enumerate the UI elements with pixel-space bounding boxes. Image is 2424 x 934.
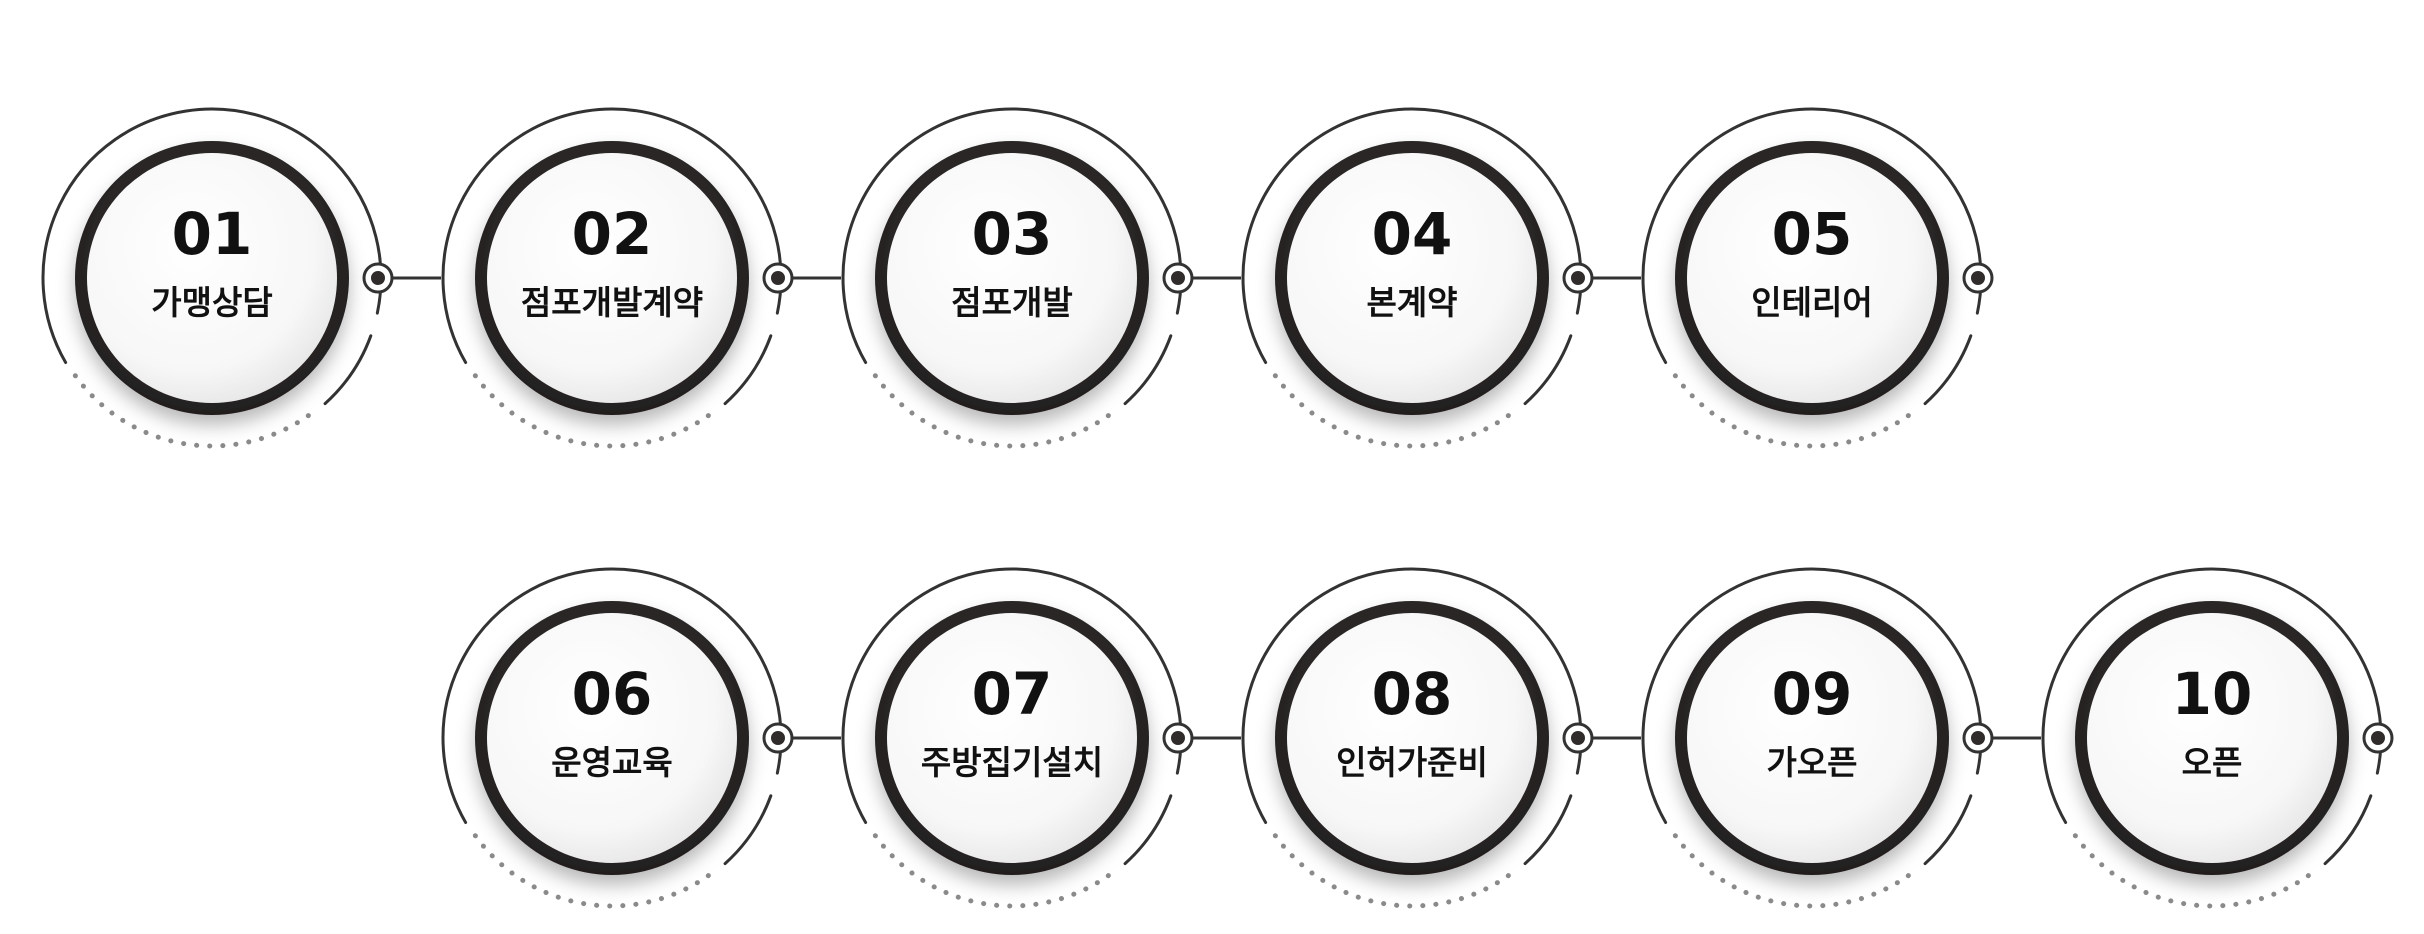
step-label: 가오픈 [1766,743,1857,782]
step-number: 02 [572,200,653,268]
step-disc [887,613,1137,863]
dotted-arc [2071,831,2311,909]
step-label: 인허가준비 [1336,743,1488,782]
process-step: 04 본계약 [1241,107,1594,449]
process-step: 07 주방집기설치 [841,567,1194,909]
step-number: 07 [972,660,1053,728]
connector-layer [387,276,2041,740]
step-disc [1687,153,1937,403]
step-number: 10 [2172,660,2253,728]
step-disc [487,153,737,403]
outer-arc-lower [723,334,773,406]
node-dot [2371,731,2385,745]
step-number: 03 [972,200,1053,268]
step-label: 본계약 [1366,283,1457,322]
process-step: 05 인테리어 [1641,107,1994,449]
step-disc [1287,153,1537,403]
step-number: 09 [1772,660,1853,728]
outer-arc [1641,107,1983,364]
outer-arc [841,567,1183,824]
outer-arc-lower [323,334,373,406]
dotted-arc [71,371,311,449]
step-number: 08 [1372,660,1453,728]
dotted-arc [1671,831,1911,909]
outer-arc [1241,107,1583,364]
process-step: 06 운영교육 [441,567,794,909]
outer-arc [441,567,783,824]
step-disc [2087,613,2337,863]
outer-arc-lower [723,794,773,866]
process-step: 10 오픈 [2041,567,2394,909]
step-label: 오픈 [2182,743,2243,782]
process-step: 01 가맹상담 [41,107,394,449]
outer-arc-lower [1923,334,1973,406]
dotted-arc [871,831,1111,909]
node-dot [1171,271,1185,285]
node-dot [1571,731,1585,745]
step-label: 점포개발계약 [521,283,703,322]
steps-layer: 01 가맹상담 02 점포개발계약 03 점포개발 04 본계약 05 인테리어 06 운영교육 07 주… [41,107,2394,909]
outer-arc-lower [1923,794,1973,866]
process-step: 08 인허가준비 [1241,567,1594,909]
step-disc [1287,613,1537,863]
outer-arc [841,107,1183,364]
dotted-arc [1271,831,1511,909]
process-step: 03 점포개발 [841,107,1194,449]
step-disc [87,153,337,403]
step-number: 06 [572,660,653,728]
step-number: 01 [172,200,253,268]
outer-arc [1641,567,1983,824]
outer-arc [1241,567,1583,824]
node-dot [1971,271,1985,285]
step-label: 주방집기설치 [921,743,1103,782]
step-label: 인테리어 [1751,283,1872,322]
step-label: 가맹상담 [151,283,272,322]
step-disc [887,153,1137,403]
node-dot [771,731,785,745]
step-number: 05 [1772,200,1853,268]
outer-arc [41,107,383,364]
step-number: 04 [1372,200,1453,268]
dotted-arc [471,831,711,909]
outer-arc-lower [1123,334,1173,406]
process-step: 02 점포개발계약 [441,107,794,449]
step-disc [487,613,737,863]
dotted-arc [1671,371,1911,449]
node-dot [771,271,785,285]
dotted-arc [1271,371,1511,449]
step-disc [1687,613,1937,863]
node-dot [1971,731,1985,745]
step-label: 점포개발 [951,283,1072,322]
outer-arc-lower [2323,794,2373,866]
node-dot [371,271,385,285]
dotted-arc [871,371,1111,449]
outer-arc-lower [1523,334,1573,406]
outer-arc-lower [1123,794,1173,866]
outer-arc-lower [1523,794,1573,866]
outer-arc [441,107,783,364]
step-label: 운영교육 [551,743,672,782]
process-step: 09 가오픈 [1641,567,1994,909]
dotted-arc [471,371,711,449]
outer-arc [2041,567,2383,824]
node-dot [1171,731,1185,745]
node-dot [1571,271,1585,285]
